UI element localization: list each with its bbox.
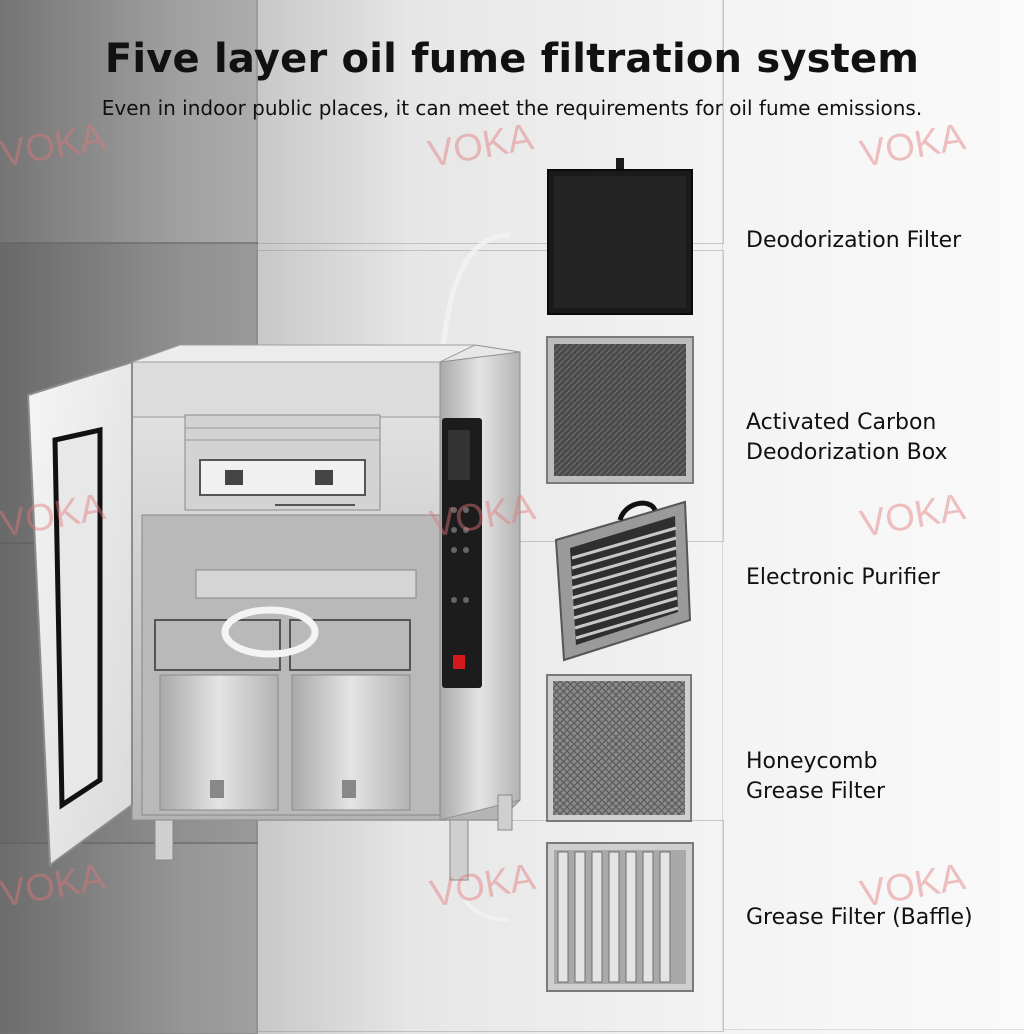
filter-label-electronic-purifier: Electronic Purifier [746, 565, 940, 590]
wall-tile [0, 0, 258, 244]
page-subtitle: Even in indoor public places, it can mee… [101, 96, 923, 120]
activated-carbon-box-image [546, 336, 694, 484]
honeycomb-grease-filter-image [546, 674, 692, 822]
electronic-purifier-image [550, 500, 696, 665]
wall-tile [0, 842, 258, 1034]
wall-tile [256, 0, 724, 244]
fryer-cabinet-image [26, 232, 521, 922]
filter-label-honeycomb: Honeycomb Grease Filter [746, 749, 886, 804]
filter-label-activated-carbon: Activated Carbon Deodorization Box [746, 410, 948, 465]
filter-label-deodorization: Deodorization Filter [746, 228, 962, 253]
baffle-grease-filter-image [546, 842, 694, 992]
page-title: Five layer oil fume filtration system [104, 36, 920, 82]
deodorization-filter-image [546, 158, 694, 316]
filter-label-baffle: Grease Filter (Baffle) [746, 905, 973, 930]
